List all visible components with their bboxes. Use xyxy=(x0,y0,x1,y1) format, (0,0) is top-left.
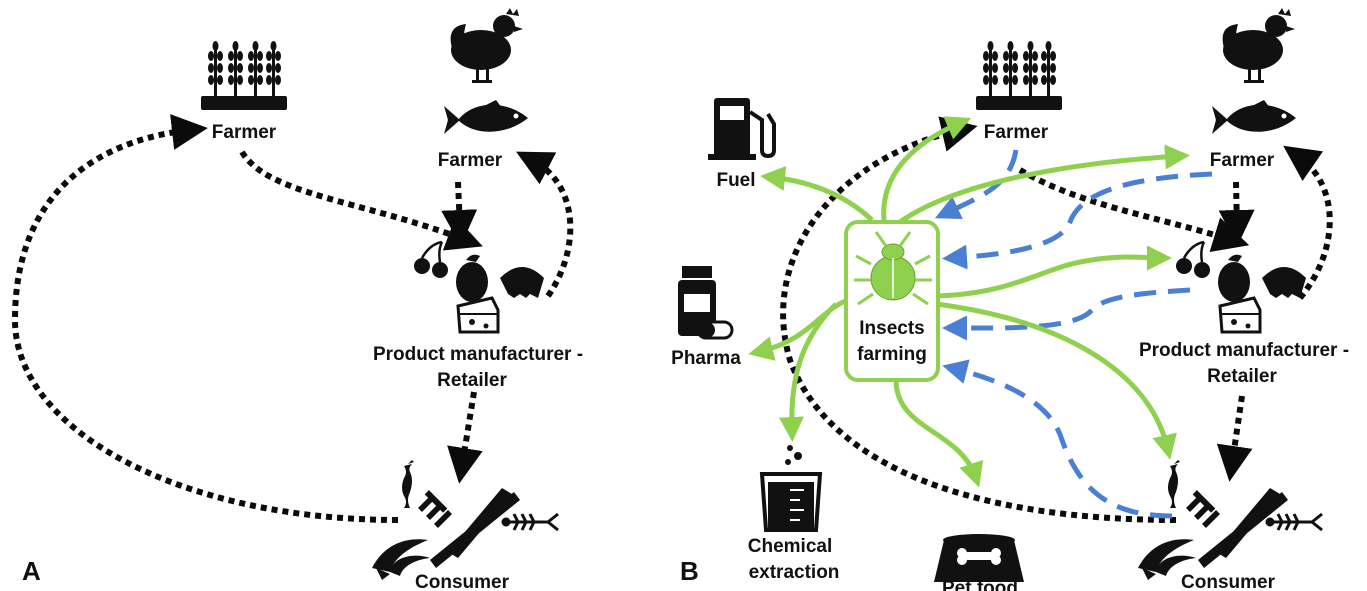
food-products-icon xyxy=(412,240,546,334)
food-products-icon xyxy=(1174,240,1308,334)
fuel-pump-icon xyxy=(708,98,776,160)
flow-animal-farmer-to-manufacturer xyxy=(441,181,478,246)
panel-a-letter: A xyxy=(22,556,41,586)
chicken-icon xyxy=(1222,8,1295,83)
flow-manufacturer-to-animal-farmer xyxy=(516,151,574,298)
pet-food-label: Pet food xyxy=(942,578,1018,591)
fish-icon xyxy=(444,100,528,134)
insects-label-line1: Insects xyxy=(859,318,924,339)
animal-farmer-label: Farmer xyxy=(438,150,503,171)
panel-b: Insects farming xyxy=(671,8,1349,591)
flow-insects-to-consumer xyxy=(935,301,1177,460)
flow-animal-farmer-to-manufacturer xyxy=(1218,181,1255,246)
cutlery-icon xyxy=(418,488,520,568)
cutlery-icon xyxy=(1186,488,1288,568)
flow-manufacturer-to-consumer xyxy=(447,391,483,484)
flow-crop-farmer-to-manufacturer xyxy=(1018,167,1250,252)
flow-insects-to-fuel xyxy=(760,166,874,222)
flow-animal-farmer-to-insects xyxy=(942,171,1213,270)
pharma-label: Pharma xyxy=(671,348,741,369)
panel-a: Farmer Farmer Product manufacturer - Ret… xyxy=(11,8,583,591)
flow-manufacturer-to-consumer xyxy=(1216,395,1253,482)
consumer-label: Consumer xyxy=(1181,572,1276,591)
flow-insects-to-pet-food xyxy=(893,379,984,488)
wheat-icon xyxy=(201,41,287,110)
pill-bottle-icon xyxy=(678,266,734,340)
flow-consumer-to-insects xyxy=(942,359,1173,519)
apple-core-icon xyxy=(402,460,414,508)
crop-farmer-label: Farmer xyxy=(984,122,1049,143)
flow-manufacturer-to-insects xyxy=(942,287,1191,341)
chicken-icon xyxy=(450,8,523,83)
panel-b-letter: B xyxy=(680,556,699,586)
consumer-label: Consumer xyxy=(415,572,510,591)
animal-farmer-label: Farmer xyxy=(1210,150,1275,171)
fuel-label: Fuel xyxy=(716,170,755,191)
insects-label-line2: farming xyxy=(857,344,927,365)
beaker-icon xyxy=(759,445,823,532)
manufacturer-label-line1: Product manufacturer - xyxy=(1139,340,1349,361)
flow-insects-to-pharma xyxy=(748,297,849,361)
wheat-icon xyxy=(976,41,1062,110)
flow-insects-to-chemical xyxy=(778,302,838,442)
flow-consumer-to-crop-farmer xyxy=(11,114,399,523)
manufacturer-label-line2: Retailer xyxy=(437,370,507,391)
chemical-label-line2: extraction xyxy=(749,562,840,583)
flow-insects-to-animal-farmer xyxy=(898,144,1190,225)
fish-bone-icon xyxy=(1264,512,1324,532)
flow-crop-farmer-to-manufacturer xyxy=(239,150,483,251)
flow-consumer-to-crop-farmer xyxy=(780,116,1177,523)
pet-bowl-icon xyxy=(934,534,1024,582)
manufacturer-label-line2: Retailer xyxy=(1207,366,1277,387)
fish-bone-icon xyxy=(500,512,560,532)
beetle-icon xyxy=(854,231,932,306)
crop-farmer-label: Farmer xyxy=(212,122,277,143)
chemical-label-line1: Chemical xyxy=(748,536,832,557)
flow-insects-to-manufacturer xyxy=(935,245,1172,299)
manufacturer-label-line1: Product manufacturer - xyxy=(373,344,583,365)
fish-icon xyxy=(1212,100,1296,134)
flow-insects-to-crop-farmer xyxy=(881,116,972,221)
flow-crop-farmer-to-insects xyxy=(934,149,1019,220)
apple-core-icon xyxy=(1168,460,1180,508)
insects-farming-node: Insects farming xyxy=(844,220,940,382)
